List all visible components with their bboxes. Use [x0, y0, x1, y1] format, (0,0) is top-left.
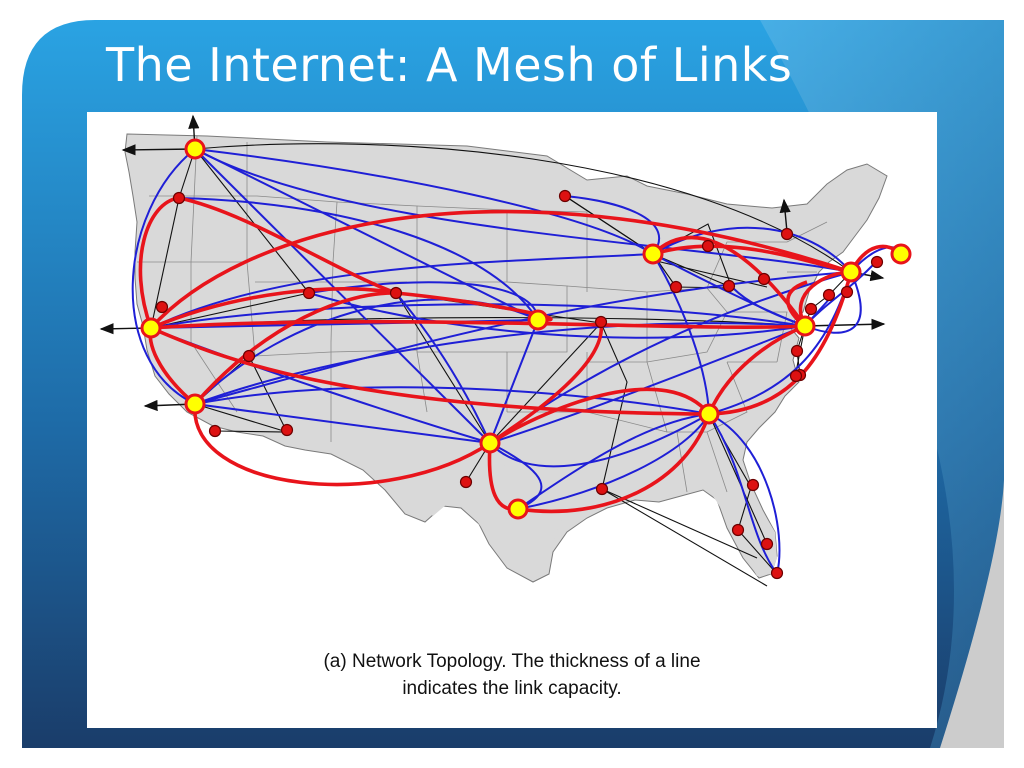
- major-node: [507, 498, 529, 520]
- minor-node: [280, 423, 294, 437]
- texas-panhandle-shape: [417, 410, 563, 568]
- major-node: [698, 403, 720, 425]
- arrow-east-dc: [804, 318, 886, 330]
- minor-node: [840, 285, 854, 299]
- minor-node: [701, 239, 715, 253]
- minor-node: [208, 424, 222, 438]
- minor-node: [595, 482, 609, 496]
- slide-title: The Internet: A Mesh of Links: [106, 38, 793, 92]
- major-nodes: [140, 138, 912, 520]
- arrow-west-seattle: [121, 144, 196, 156]
- major-node: [527, 309, 549, 331]
- minor-node: [757, 272, 771, 286]
- minor-node: [242, 349, 256, 363]
- minor-node: [746, 478, 760, 492]
- minor-node: [594, 315, 608, 329]
- figure-caption: (a) Network Topology. The thickness of a…: [87, 648, 937, 702]
- arrow-north-ny: [779, 198, 791, 233]
- caption-line-1: (a) Network Topology. The thickness of a…: [323, 651, 701, 672]
- minor-node: [155, 300, 169, 314]
- minor-node: [731, 523, 745, 537]
- minor-node: [669, 280, 683, 294]
- major-node: [890, 243, 912, 265]
- minor-node: [822, 288, 836, 302]
- major-node: [184, 138, 206, 160]
- minor-node: [459, 475, 473, 489]
- minor-node: [789, 369, 803, 383]
- major-node: [184, 393, 206, 415]
- major-node: [794, 315, 816, 337]
- minor-nodes: [155, 189, 884, 580]
- minor-node: [760, 537, 774, 551]
- major-node: [479, 432, 501, 454]
- decorative-swoosh-edge: [940, 480, 1004, 748]
- decorative-swoosh: [760, 20, 1004, 748]
- medium-capacity-links: [131, 148, 904, 575]
- major-node: [840, 261, 862, 283]
- minor-node: [780, 227, 794, 241]
- minor-node: [790, 344, 804, 358]
- major-node: [140, 317, 162, 339]
- minor-node: [770, 566, 784, 580]
- network-topology-map: [99, 114, 912, 587]
- minor-node: [558, 189, 572, 203]
- minor-node: [389, 286, 403, 300]
- high-capacity-links: [138, 196, 903, 514]
- minor-node: [804, 302, 818, 316]
- major-node: [642, 243, 664, 265]
- minor-node: [172, 191, 186, 205]
- caption-line-2: indicates the link capacity.: [402, 678, 622, 699]
- minor-node: [302, 286, 316, 300]
- minor-node: [870, 255, 884, 269]
- figure-panel: (a) Network Topology. The thickness of a…: [87, 112, 937, 728]
- minor-node: [722, 279, 736, 293]
